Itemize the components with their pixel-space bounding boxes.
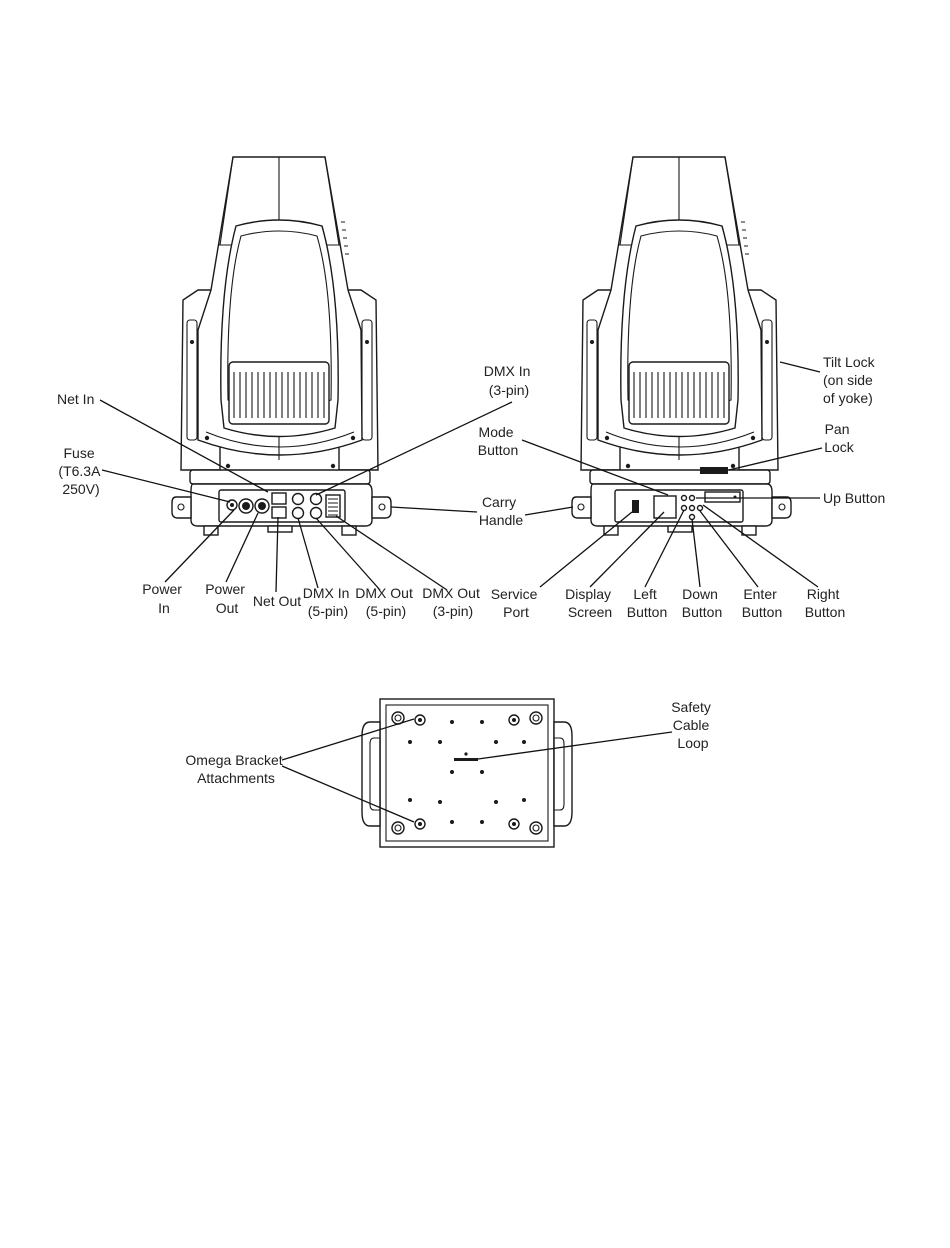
label-carry-handle: Carry Handle <box>479 494 524 528</box>
label-tilt-lock: Tilt Lock (on side of yoke) <box>823 354 879 406</box>
label-enter-button: Enter Button <box>742 586 782 620</box>
label-dmx-out-5pin: DMX Out (5-pin) <box>355 585 416 619</box>
label-display-screen: Display Screen <box>565 586 615 620</box>
leader-lines <box>99 361 823 823</box>
label-pan-lock: Pan Lock <box>824 421 855 455</box>
label-up-button: Up Button <box>823 490 885 506</box>
rear-panel-view <box>171 156 392 536</box>
label-power-in: Power In <box>142 581 186 616</box>
label-left-button: Left Button <box>627 586 667 620</box>
label-net-in: Net In <box>57 391 94 407</box>
label-safety-cable: Safety Cable Loop <box>671 699 715 751</box>
control-panel-view <box>571 156 792 536</box>
label-dmx-in-5pin: DMX In (5-pin) <box>303 585 354 619</box>
label-service-port: Service Port <box>491 586 542 620</box>
base-view <box>361 698 573 848</box>
label-right-button: Right Button <box>805 586 845 620</box>
callout-labels: Net In Fuse (T6.3A 250V) DMX In (3-pin) … <box>57 354 885 786</box>
label-down-button: Down Button <box>682 586 722 620</box>
label-mode-button: Mode Button <box>478 424 518 458</box>
label-fuse: Fuse (T6.3A 250V) <box>58 445 103 497</box>
label-power-out: Power Out <box>205 581 249 616</box>
label-omega-bracket: Omega Bracket Attachments <box>185 752 286 786</box>
label-net-out: Net Out <box>253 593 301 609</box>
label-dmx-in-3pin: DMX In (3-pin) <box>484 363 535 398</box>
label-dmx-out-3pin: DMX Out (3-pin) <box>422 585 483 619</box>
